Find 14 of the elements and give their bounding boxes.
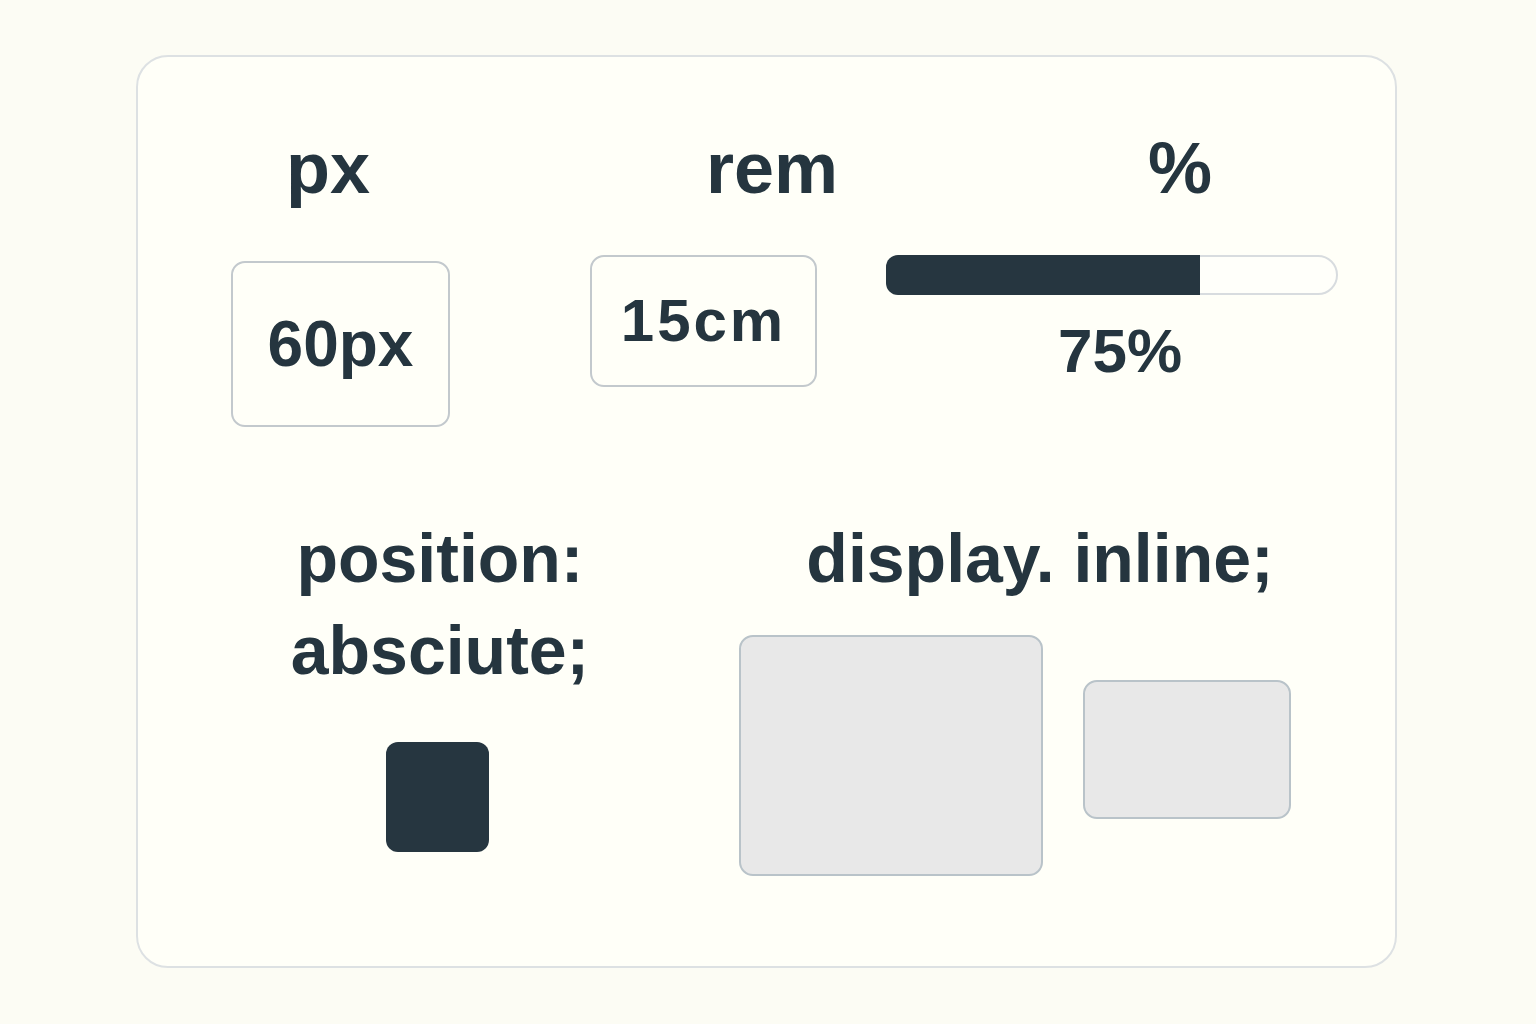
card-panel [136, 55, 1397, 968]
unit-heading: % [1148, 128, 1212, 208]
block-element [1083, 680, 1291, 819]
filled-square [386, 742, 489, 852]
unit-heading: px [286, 128, 370, 208]
value-box [231, 261, 450, 427]
value-box [590, 255, 817, 387]
css-declaration: position: absciute; [290, 519, 590, 690]
block-element [739, 635, 1043, 876]
css-declaration: display. inline; [806, 519, 1274, 598]
percent-value: 75% [1057, 316, 1183, 386]
unit-heading: rem [705, 128, 839, 208]
unit-value: 15cm [620, 288, 787, 354]
unit-value: 60px [267, 308, 414, 380]
